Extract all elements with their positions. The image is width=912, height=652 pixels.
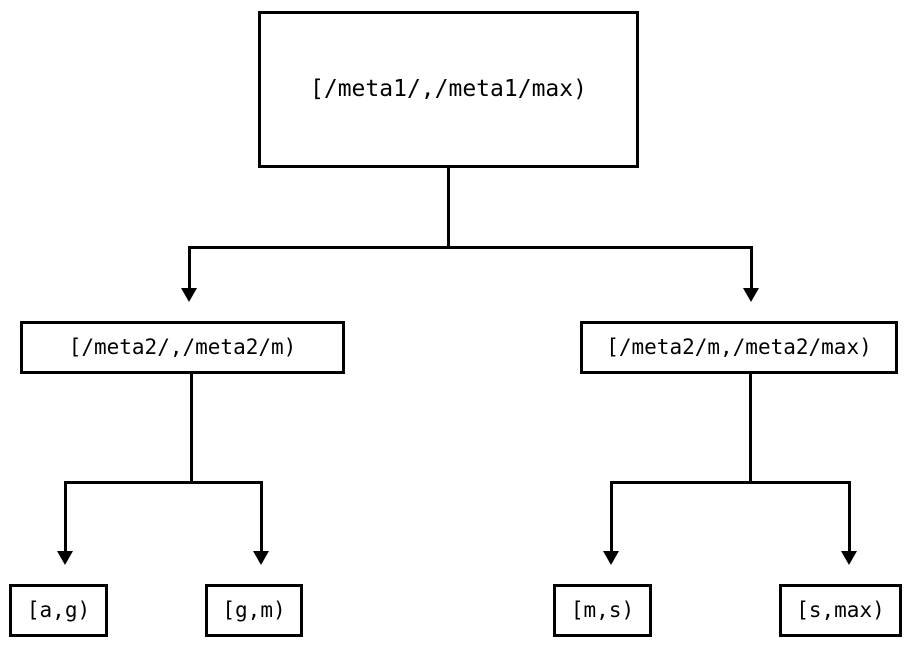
node-leaf-ag[interactable]: [a,g) [9, 584, 108, 637]
node-mid-left-label: [/meta2/,/meta2/m) [68, 335, 297, 359]
edge-mid-left-stem [190, 374, 193, 484]
node-leaf-ag-label: [a,g) [26, 598, 91, 622]
edge-mid-left-to-leaf-gm [260, 481, 263, 553]
edge-mid-right-to-leaf-smax [848, 481, 851, 553]
node-leaf-gm-label: [g,m) [222, 598, 286, 622]
arrowhead-down-icon-leaf-smax [841, 551, 857, 565]
node-root[interactable]: [/meta1/,/meta1/max) [258, 11, 639, 168]
edge-root-stem [447, 168, 450, 249]
arrowhead-down-icon-leaf-ms [603, 551, 619, 565]
arrowhead-down-icon-mid-left [181, 288, 197, 302]
node-mid-right[interactable]: [/meta2/m,/meta2/max) [580, 321, 898, 374]
node-mid-right-label: [/meta2/m,/meta2/max) [606, 335, 872, 359]
edge-mid-right-to-leaf-ms [610, 481, 613, 553]
node-mid-left[interactable]: [/meta2/,/meta2/m) [20, 321, 345, 374]
edge-mid-left-horizontal-bar [64, 481, 263, 484]
edge-mid-left-to-leaf-ag [64, 481, 67, 553]
arrowhead-down-icon-leaf-gm [253, 551, 269, 565]
edge-root-to-mid-right [750, 246, 753, 290]
edge-root-to-mid-left [188, 246, 191, 290]
arrowhead-down-icon-leaf-ag [57, 551, 73, 565]
edge-mid-right-stem [749, 374, 752, 484]
node-root-label: [/meta1/,/meta1/max) [310, 76, 587, 102]
node-leaf-ms[interactable]: [m,s) [553, 584, 652, 637]
edge-root-horizontal-bar [188, 246, 753, 249]
node-leaf-ms-label: [m,s) [570, 598, 635, 622]
edge-mid-right-horizontal-bar [610, 481, 851, 484]
node-leaf-smax[interactable]: [s,max) [779, 584, 902, 637]
arrowhead-down-icon-mid-right [743, 288, 759, 302]
node-leaf-smax-label: [s,max) [796, 598, 885, 622]
node-leaf-gm[interactable]: [g,m) [205, 584, 303, 637]
